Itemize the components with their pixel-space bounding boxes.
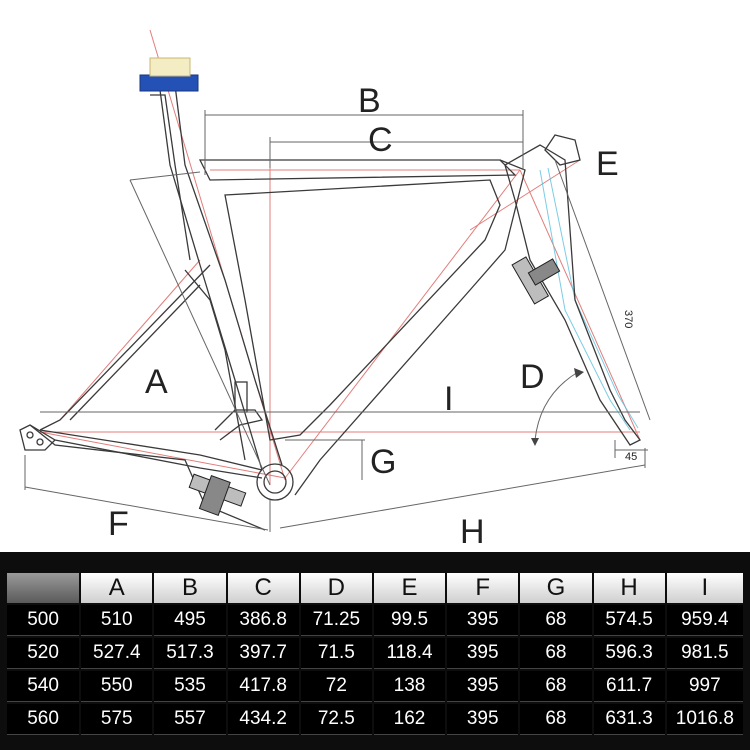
table-cell: 397.7 (227, 638, 299, 669)
table-cell: 99.5 (373, 605, 446, 636)
header-h: H (593, 573, 665, 603)
header-i: I (666, 573, 743, 603)
label-a: A (145, 363, 168, 401)
geometry-table-panel: A B C D E F G H I 500 510 495 386.8 71.2… (0, 552, 750, 750)
table-cell: 434.2 (227, 704, 299, 735)
table-row: 520 527.4 517.3 397.7 71.5 118.4 395 68 … (7, 638, 743, 669)
label-g: G (370, 443, 396, 481)
table-cell: 981.5 (666, 638, 743, 669)
header-b: B (154, 573, 226, 603)
table-row: 500 510 495 386.8 71.25 99.5 395 68 574.… (7, 605, 743, 636)
label-b: B (358, 82, 381, 120)
header-a: A (81, 573, 153, 603)
table-cell: 535 (154, 671, 226, 702)
label-f: F (108, 505, 129, 543)
table-cell: 557 (154, 704, 226, 735)
frame-outline (19, 84, 641, 531)
red-guide-lines (39, 29, 641, 485)
table-cell: 68 (520, 605, 592, 636)
table-cell: 118.4 (373, 638, 446, 669)
table-cell: 1016.8 (666, 704, 743, 735)
rear-brake-caliper (188, 473, 247, 516)
bike-frame-diagram: A B C D E F G H I 370 45 (19, 29, 651, 550)
table-cell: 495 (154, 605, 226, 636)
table-cell: 510 (81, 605, 153, 636)
table-cell: 959.4 (666, 605, 743, 636)
seatpost-clamp (139, 57, 199, 92)
table-cell: 395 (447, 638, 519, 669)
header-c: C (227, 573, 299, 603)
table-cell: 540 (7, 671, 80, 702)
table-cell: 575 (81, 704, 153, 735)
bb-offset-label: 45 (625, 451, 637, 463)
table-cell: 520 (7, 638, 80, 669)
front-brake-caliper (511, 256, 561, 305)
table-cell: 574.5 (593, 605, 665, 636)
label-e: E (596, 145, 619, 183)
header-f: F (447, 573, 519, 603)
table-cell: 527.4 (81, 638, 153, 669)
cyan-guide-lines (539, 167, 639, 431)
table-cell: 997 (666, 671, 743, 702)
table-cell: 517.3 (154, 638, 226, 669)
header-g: G (520, 573, 592, 603)
table-row: 540 550 535 417.8 72 138 395 68 611.7 99… (7, 671, 743, 702)
table-cell: 395 (447, 704, 519, 735)
angle-arrow-icon (574, 368, 584, 378)
table-cell: 417.8 (227, 671, 299, 702)
table-cell: 138 (373, 671, 446, 702)
table-cell: 550 (81, 671, 153, 702)
label-c: C (368, 121, 393, 159)
table-cell: 386.8 (227, 605, 299, 636)
table-row: 560 575 557 434.2 72.5 162 395 68 631.3 … (7, 704, 743, 735)
label-h: H (460, 513, 485, 550)
table-cell: 72.5 (300, 704, 372, 735)
table-cell: 162 (373, 704, 446, 735)
table-cell: 71.25 (300, 605, 372, 636)
table-cell: 611.7 (593, 671, 665, 702)
header-e: E (373, 573, 446, 603)
table-cell: 631.3 (593, 704, 665, 735)
table-cell: 72 (300, 671, 372, 702)
geometry-table: A B C D E F G H I 500 510 495 386.8 71.2… (5, 571, 745, 737)
headtube-length-label: 370 (622, 310, 634, 328)
label-d: D (520, 358, 545, 396)
table-cell: 68 (520, 671, 592, 702)
table-cell: 68 (520, 704, 592, 735)
angle-arrow-end-icon (531, 438, 539, 446)
table-cell: 596.3 (593, 638, 665, 669)
table-cell: 68 (520, 638, 592, 669)
table-header-row: A B C D E F G H I (7, 573, 743, 603)
table-cell: 560 (7, 704, 80, 735)
table-cell: 500 (7, 605, 80, 636)
header-d: D (300, 573, 372, 603)
table-cell: 395 (447, 671, 519, 702)
table-cell: 71.5 (300, 638, 372, 669)
dimension-lines (24, 110, 651, 532)
label-i: I (444, 380, 453, 418)
table-cell: 395 (447, 605, 519, 636)
header-size (7, 573, 80, 603)
